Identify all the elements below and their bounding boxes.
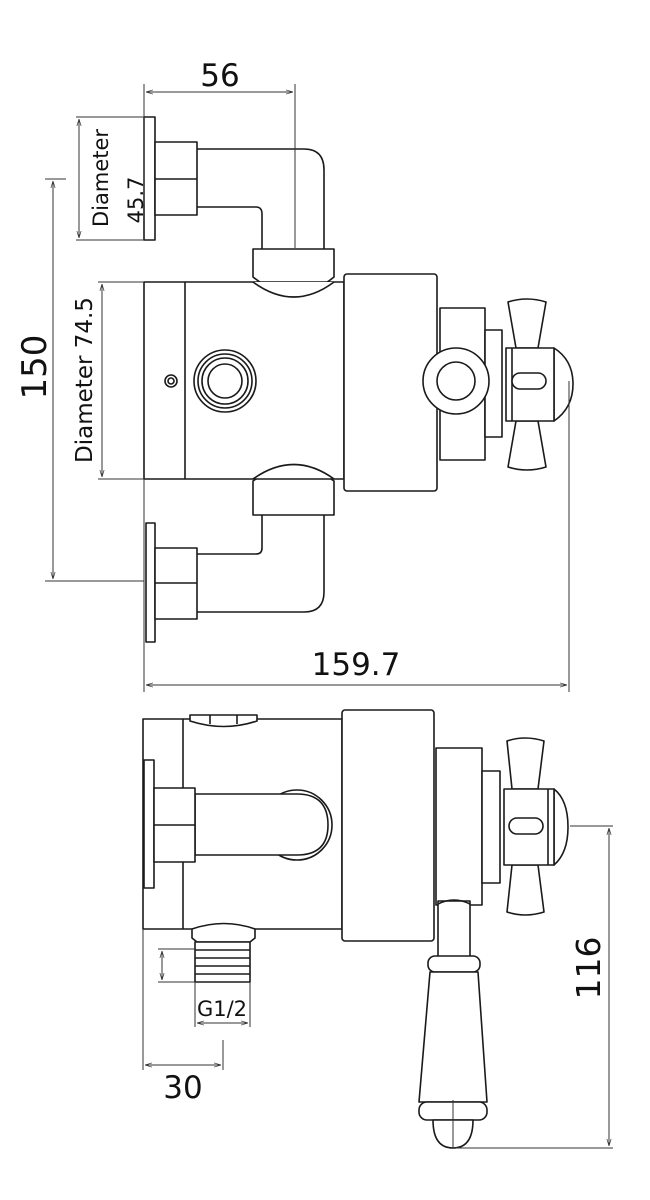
side-outlet-elbow [194, 789, 333, 861]
small-screw [164, 374, 178, 388]
dimension-30: 30 [142, 929, 224, 1106]
outlet-port [193, 349, 257, 413]
side-top-nut [189, 714, 258, 728]
dim-inlet-diameter-value: 45.7 [124, 177, 148, 224]
dimension-body-diameter: Diameter 74.5 [72, 281, 144, 480]
dim-56-label: 56 [200, 58, 239, 94]
dimension-116: 116 [455, 825, 613, 1149]
dim-116-label: 116 [569, 937, 608, 1000]
dimension-159-7: 159.7 [143, 381, 570, 692]
dim-150-label: 150 [15, 335, 55, 400]
threaded-outlet [191, 922, 256, 983]
side-view [142, 709, 569, 1149]
dim-g1-2-label: G1/2 [197, 997, 247, 1021]
lower-inlet-pipe [197, 515, 325, 613]
dimension-56: 56 [143, 58, 296, 248]
top-view [143, 116, 574, 643]
dim-30-label: 30 [163, 1070, 202, 1106]
dim-body-diameter-label: Diameter 74.5 [72, 297, 98, 463]
side-cross-handle [503, 737, 569, 916]
upper-inlet-pipe [197, 148, 325, 250]
lever-handle [418, 899, 488, 1149]
side-thermostatic-housing [341, 709, 435, 942]
dim-159-7-label: 159.7 [312, 647, 401, 683]
dim-inlet-diameter-label: Diameter [89, 129, 113, 227]
dimension-g1-2: G1/2 [158, 948, 251, 1027]
dimension-inlet-diameter: Diameter 45.7 [76, 116, 148, 241]
dimension-150: 150 [15, 178, 144, 582]
cross-handle [505, 298, 574, 471]
lower-flange [145, 522, 156, 643]
flow-control-knob [422, 347, 490, 415]
